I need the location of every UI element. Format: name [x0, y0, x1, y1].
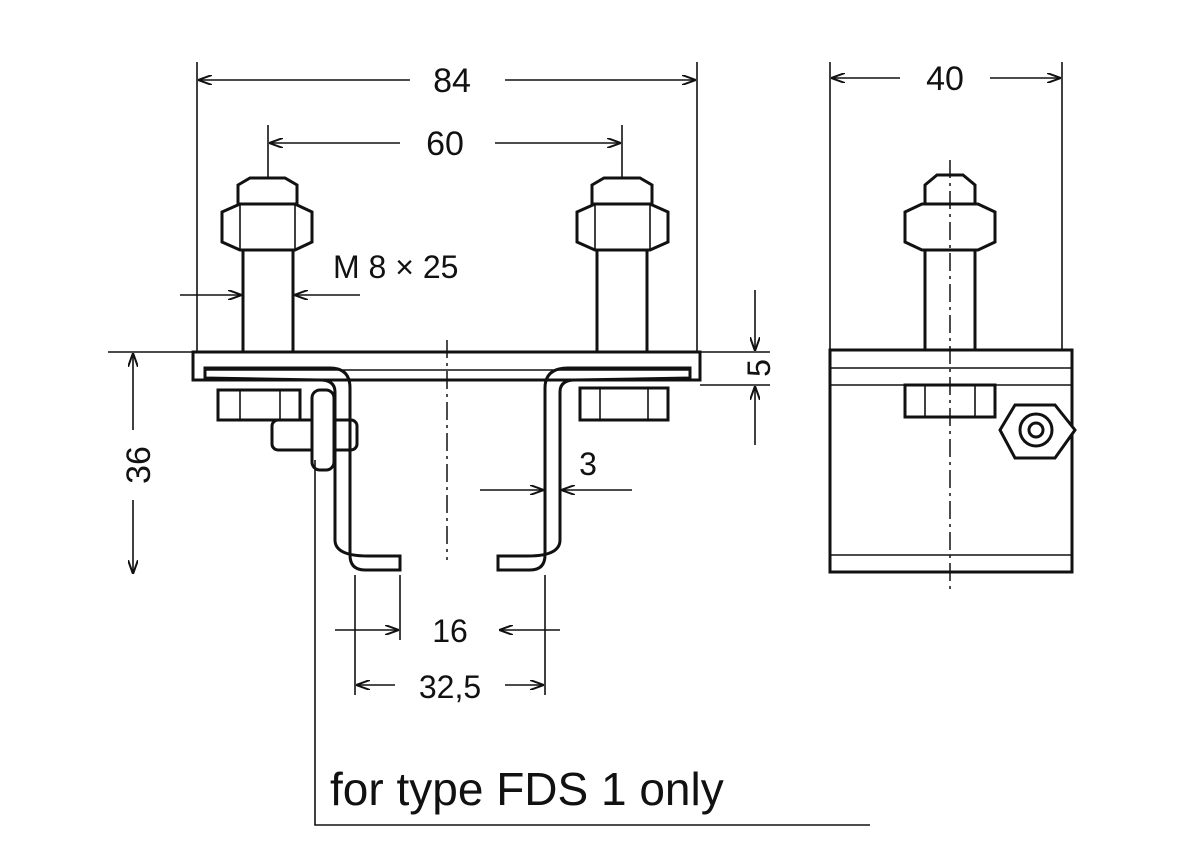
right-bracket [496, 366, 692, 572]
left-bracket [203, 366, 402, 572]
dim-bracket-width: 32,5 [419, 669, 481, 705]
note-text: for type FDS 1 only [330, 763, 724, 815]
dim-bolt-spacing: 60 [426, 125, 464, 163]
right-bolt [575, 176, 670, 422]
side-view [828, 62, 1077, 590]
dim-bolt-size: M 8 × 25 [333, 249, 458, 285]
dim-wall-thickness: 3 [579, 446, 597, 482]
dim-height: 36 [120, 446, 158, 484]
dim-overall-width: 84 [433, 62, 471, 100]
dim-slot-width: 16 [432, 613, 468, 649]
dim-plate-thickness: 5 [741, 359, 777, 377]
note-leader [314, 460, 870, 826]
left-bolt [216, 176, 359, 452]
side-nut [998, 403, 1077, 460]
front-view [108, 62, 770, 695]
dim-side-width: 40 [926, 60, 964, 98]
